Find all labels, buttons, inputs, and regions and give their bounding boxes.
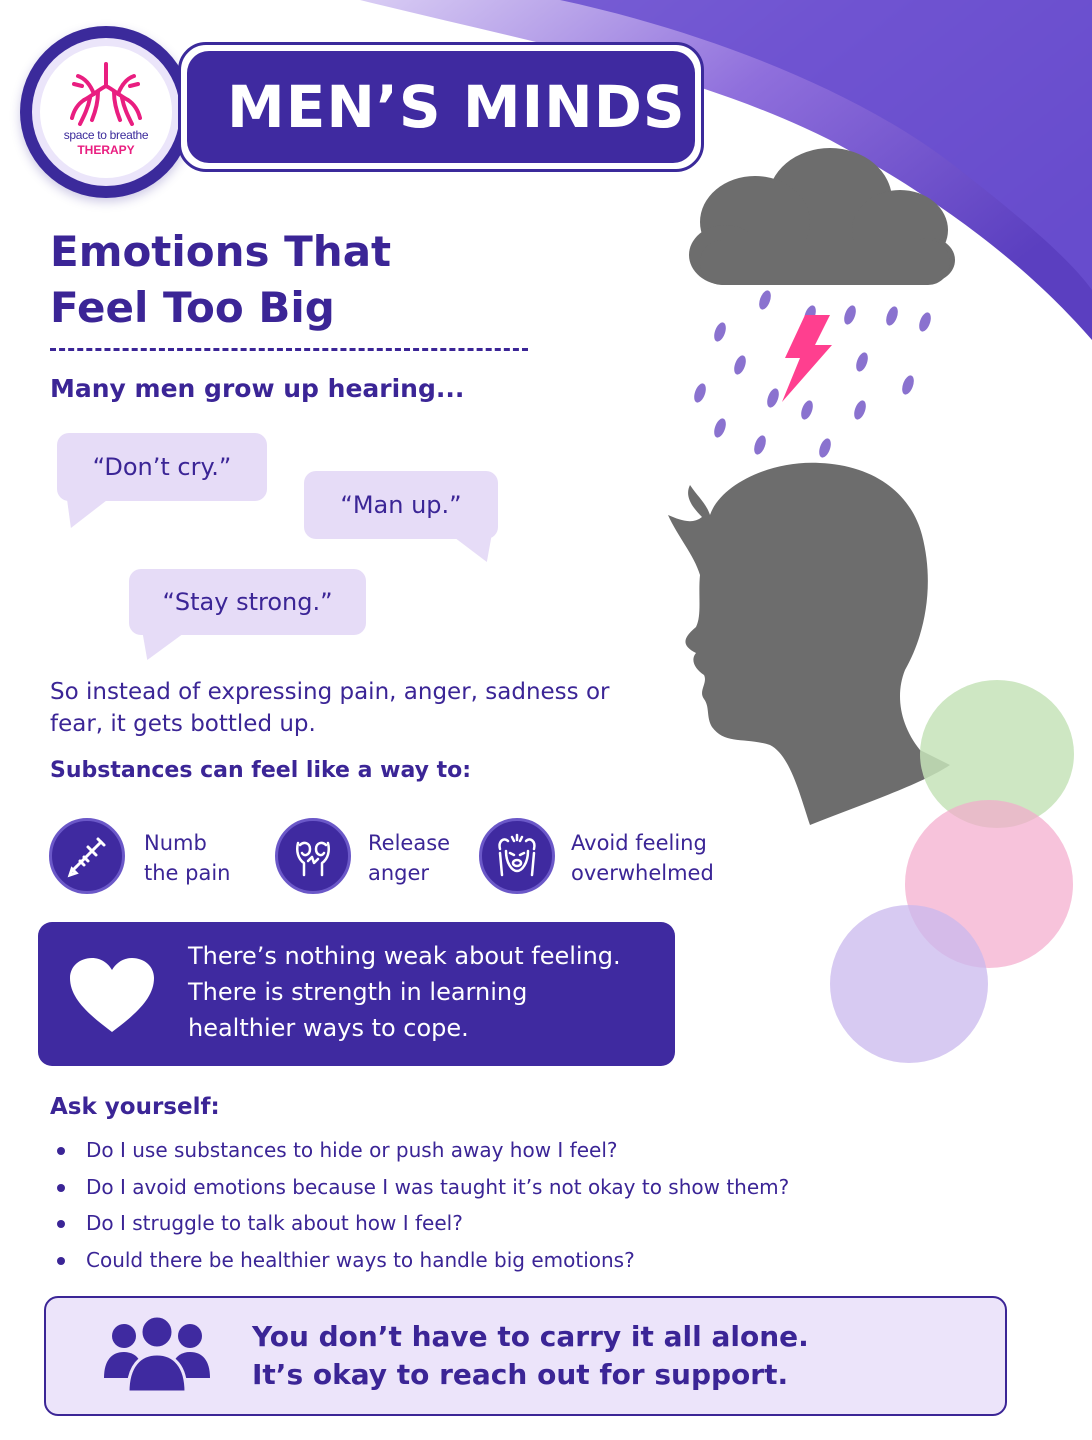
storm-cloud-illustration [689, 148, 955, 458]
headline: Emotions That Feel Too Big [50, 224, 510, 336]
bullet-icon [57, 1256, 65, 1265]
speech-bubble-man-up: “Man up.” [304, 471, 498, 539]
ask-yourself-list: Do I use substances to hide or push away… [54, 1132, 854, 1278]
background-swoosh [360, 0, 1092, 340]
bubble-text: “Stay strong.” [162, 588, 333, 616]
syringe-icon [49, 818, 125, 894]
ask-yourself-heading: Ask yourself: [50, 1094, 220, 1120]
speech-bubble-stay-strong: “Stay strong.” [129, 569, 366, 635]
speech-bubble-dont-cry: “Don’t cry.” [57, 433, 267, 501]
logo-text-line2: THERAPY [77, 143, 135, 157]
headline-line2: Feel Too Big [50, 283, 335, 332]
bubble-tail [56, 500, 108, 528]
bullet-icon [57, 1220, 65, 1228]
clenched-fists-icon [275, 818, 351, 894]
page-title: MEN’S MINDS [227, 73, 686, 141]
support-message: You don’t have to carry it all alone. It… [252, 1320, 809, 1391]
heart-icon [70, 958, 154, 1032]
list-item: Could there be healthier ways to handle … [54, 1242, 854, 1279]
bubble-text: “Man up.” [340, 491, 462, 519]
lungs-icon [70, 62, 142, 126]
logo-badge: space to breathe THERAPY [20, 26, 192, 198]
support-footer-box: You don’t have to carry it all alone. It… [44, 1296, 1007, 1416]
lavender-circle [830, 905, 988, 1063]
headline-line1: Emotions That [50, 227, 392, 276]
list-item: Do I avoid emotions because I was taught… [54, 1169, 854, 1206]
group-of-people-icon [104, 1314, 210, 1394]
bullet-icon [57, 1147, 65, 1155]
overwhelmed-face-icon [479, 818, 555, 894]
headline-dashed-divider [50, 348, 528, 351]
affirmation-text: There’s nothing weak about feeling. Ther… [188, 942, 621, 1042]
bubble-text: “Don’t cry.” [92, 453, 232, 481]
title-banner: MEN’S MINDS [178, 42, 704, 172]
list-item: Do I struggle to talk about how I feel? [54, 1205, 854, 1242]
list-item: Do I use substances to hide or push away… [54, 1132, 854, 1169]
bullet-icon [57, 1183, 65, 1192]
bottled-up-text: So instead of expressing pain, anger, sa… [50, 679, 610, 737]
substance-label-release: Release anger [368, 831, 451, 885]
substance-label-numb: Numb the pain [144, 831, 231, 885]
bubble-tail [133, 634, 183, 660]
man-head-silhouette [668, 462, 950, 825]
intro-text: Many men grow up hearing... [50, 374, 465, 403]
affirmation-box: There’s nothing weak about feeling. Ther… [38, 922, 675, 1066]
substances-heading: Substances can feel like a way to: [50, 758, 472, 783]
bubble-tail [455, 538, 501, 562]
logo-text-line1: space to breathe [63, 128, 149, 142]
substance-label-avoid: Avoid feeling overwhelmed [571, 831, 714, 885]
